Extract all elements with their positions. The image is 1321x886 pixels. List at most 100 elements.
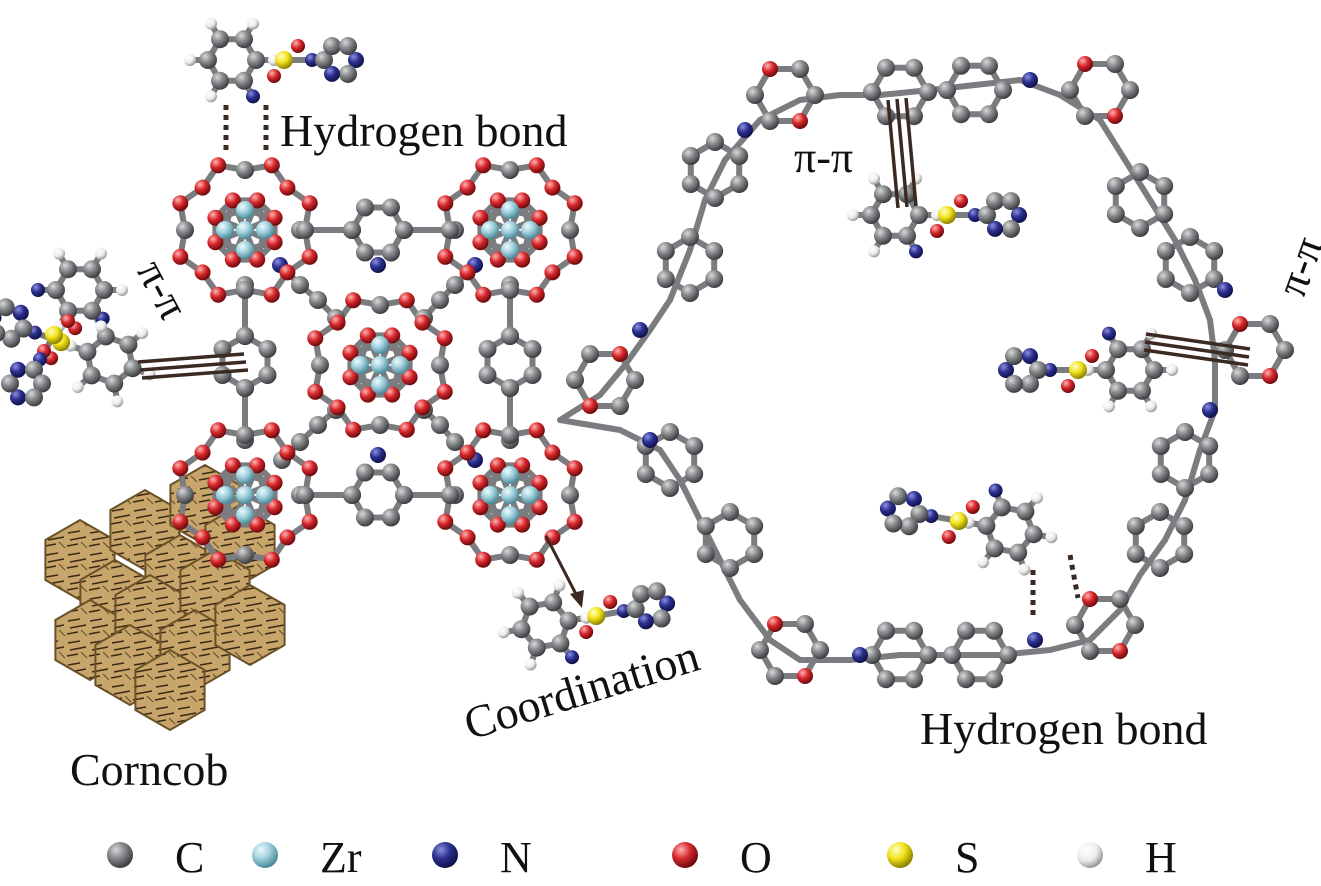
atom-o [267,69,281,83]
atom-c [952,105,970,124]
atom-n [1011,207,1027,223]
atom-o [210,157,227,174]
atom-o [61,314,75,328]
atom-c [1176,479,1194,497]
atom-c [296,221,314,239]
atom-c [746,86,764,104]
atom-c [1276,341,1294,359]
atom-c [766,667,784,685]
atom-c [441,486,459,504]
atom-n [565,650,579,665]
atom-c [706,133,724,151]
atom-o [384,386,401,403]
atom-c [1024,525,1043,544]
atom-o [329,314,346,331]
atom-s [275,51,293,69]
atom-o [475,422,492,439]
atom-c [382,198,400,217]
legend-label-s: S [955,833,979,882]
atom-h [1103,400,1115,413]
atom-c [291,433,309,451]
atom-n [370,447,386,463]
atom-o [1061,379,1075,393]
corncob-hex-tile [134,648,206,732]
atom-c [1029,361,1047,379]
atom-h [116,284,128,296]
atom-c [501,327,519,345]
atom-o [566,513,583,530]
atom-o [414,399,431,416]
atom-c [721,503,739,521]
atom-o [291,39,305,53]
atom-n [998,362,1014,378]
hbond-dotted-line [1067,554,1081,599]
atom-c [1121,81,1139,99]
atom-c [83,260,101,279]
atom-n [1022,348,1038,365]
atom-o [954,194,968,208]
atom-c [478,340,497,358]
atom-o [210,286,227,303]
atom-n [659,595,676,612]
atom-o [249,192,266,209]
atom-c [395,221,413,239]
atom-zr [256,221,274,239]
atom-c [1175,517,1194,535]
atom-c [910,206,928,224]
atom-c [1131,219,1149,237]
atom-c [339,64,357,83]
atom-c [395,486,413,504]
atom-c [863,646,881,664]
atom-o [414,314,431,331]
atom-o [941,530,956,544]
atom-c [1231,367,1249,385]
atom-zr [501,466,519,484]
legend-swatch-o [672,842,698,868]
atom-c [985,621,1003,640]
atom-c [1181,284,1199,302]
atom-c [999,646,1017,664]
atom-o [224,251,241,268]
atom-zr [501,241,519,259]
atom-c [994,81,1012,99]
atom-o [263,286,280,303]
atom-o [1232,316,1248,332]
atom-c [1009,543,1028,562]
coordination-arrow [544,535,580,599]
atom-c [1061,81,1079,99]
hydrogen-bond-label-top: Hydrogen bond [280,105,567,156]
atom-zr [501,486,519,504]
atom-c [520,597,539,616]
atom-h [977,556,989,569]
atom-s [45,326,63,344]
atom-c [685,437,704,455]
atom-c [501,379,519,397]
atom-c [791,60,809,78]
pi-stacking-lines-left [137,352,249,380]
legend-label-c: C [175,833,204,882]
atom-c [806,86,824,104]
atom-o [207,234,224,251]
atom-o [531,474,548,491]
atom-c [980,105,998,124]
atom-c [123,359,142,378]
bond [1207,317,1218,363]
pi-stacking-lines-right [1143,332,1251,367]
atom-c [311,356,329,374]
bond [677,477,703,523]
atom-c [730,175,749,193]
atom-c [544,593,563,612]
atom-n [12,304,29,321]
atom-c [339,37,357,56]
atom-n [1027,632,1043,648]
atom-c [952,56,970,75]
atom-o [249,457,266,474]
atom-c [919,83,937,101]
atom-c [1126,616,1144,634]
atom-o [489,457,506,474]
atom-c [258,366,277,384]
atom-c [47,281,65,299]
atom-c [1200,437,1219,455]
atom-n [10,361,26,378]
atom-s [949,512,968,530]
